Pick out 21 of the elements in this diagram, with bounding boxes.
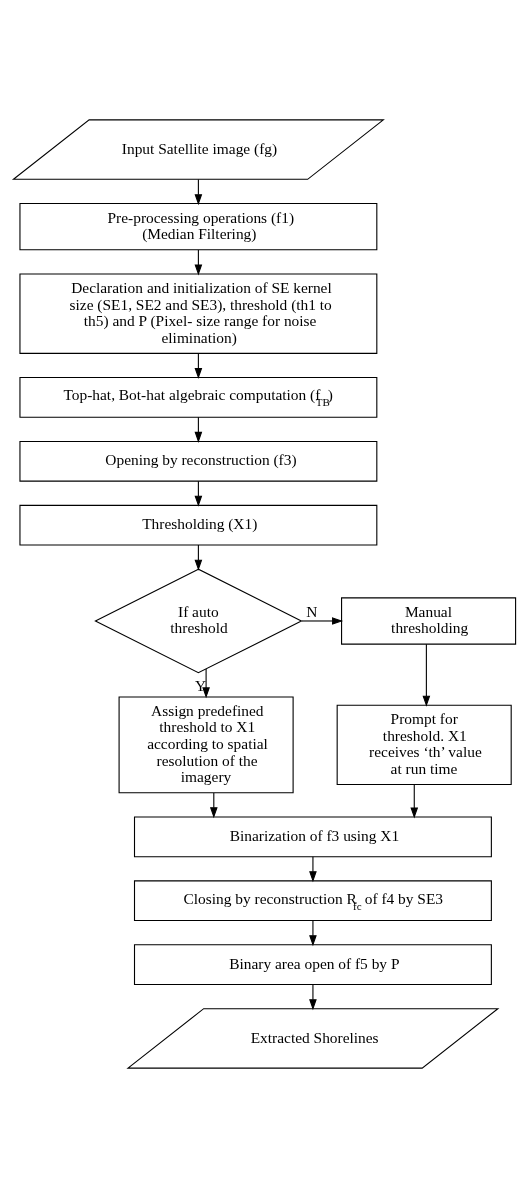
node-box: Pre-processing operations (f1) (Median Filtering): [18, 202, 377, 250]
arrow: [409, 783, 418, 819]
arrow: [308, 983, 317, 1010]
node-box: Manual thresholding: [340, 596, 516, 645]
node-box: Assign predefined threshold to X1 according to spatial resolution of the imagery: [118, 695, 294, 793]
node-box: Opening by reconstruction (f3): [18, 440, 377, 482]
node-box: Binarization of f3 using X1: [133, 816, 492, 857]
node-box: Prompt for threshold. X1 receives ‘th’ value at run time: [336, 704, 512, 785]
arrow: [201, 667, 210, 698]
arrow: [308, 919, 317, 946]
node-box: Binary area open of f5 by P: [133, 943, 492, 985]
node-box: Top-hat, Bot-hat algebraic computation (f$_{TB}$): [18, 376, 377, 418]
arrow: [308, 855, 317, 882]
node-diamond: If auto threshold: [93, 568, 303, 673]
edge-label: N: [305, 602, 317, 620]
node-box: Closing by reconstruction R$_{fc}$ of f4 by SE3: [133, 879, 492, 921]
node-box: Thresholding (X1): [18, 504, 377, 546]
node-box: Declaration and initialization of SE kernel size (SE1, SE2 and SE3), threshold (th1 to th5) and P (Pixel- size range for noise elimination): [18, 273, 377, 354]
arrow: [422, 643, 430, 707]
arrow: [300, 616, 343, 625]
edge-label: Y: [194, 676, 206, 694]
